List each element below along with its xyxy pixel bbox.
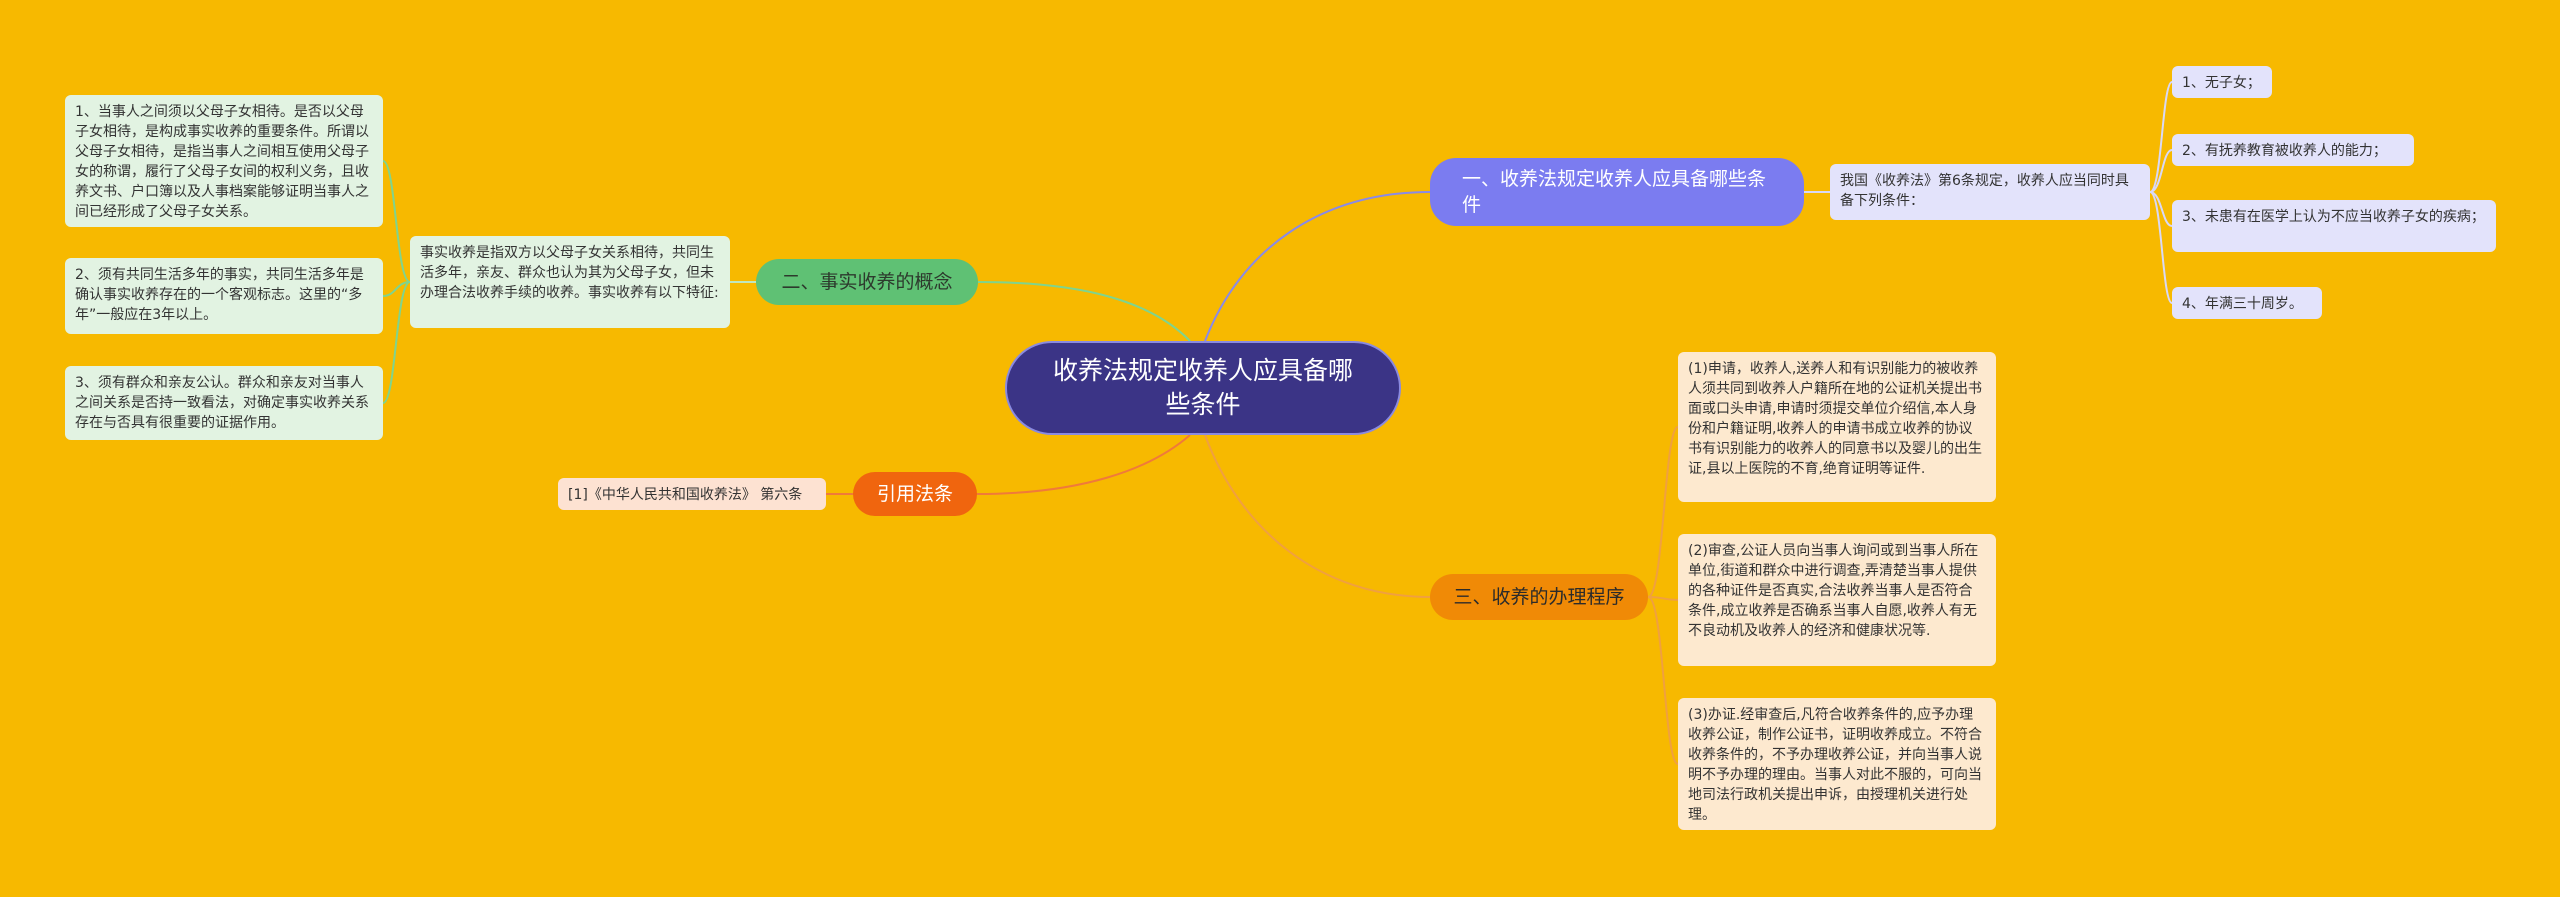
condition-item-3[interactable]: 3、未患有在医学上认为不应当收养子女的疾病； bbox=[2172, 200, 2496, 252]
branch-citations-label: 引用法条 bbox=[876, 483, 953, 505]
link-branch3-items bbox=[1647, 426, 1679, 765]
central-topic-label: 收养法规定收养人应具备哪些条件 bbox=[1052, 356, 1353, 419]
de-facto-item-text: 3、须有群众和亲友公认。群众和亲友对当事人之间关系是否持一致看法，对确定事实收养… bbox=[75, 375, 369, 431]
branch-procedure[interactable]: 三、收养的办理程序 bbox=[1430, 574, 1648, 620]
branch-de-facto-adoption[interactable]: 二、事实收养的概念 bbox=[756, 259, 978, 305]
link-center-branch1 bbox=[1204, 191, 1431, 342]
procedure-item-text: (3)办证.经审查后,凡符合收养条件的,应予办理收养公证，制作公证书，证明收养成… bbox=[1688, 707, 1982, 823]
link-summary-g-items bbox=[382, 160, 411, 404]
branch-citations[interactable]: 引用法条 bbox=[853, 472, 977, 516]
citation-item-1[interactable]: [1]《中华人民共和国收养法》 第六条 bbox=[558, 478, 826, 510]
branch-conditions[interactable]: 一、收养法规定收养人应具备哪些条件 bbox=[1430, 158, 1804, 226]
de-facto-item-2[interactable]: 2、须有共同生活多年的事实，共同生活多年是确认事实收养存在的一个客观标志。这里的… bbox=[65, 258, 383, 334]
link-center-branch4 bbox=[976, 434, 1191, 495]
condition-item-1[interactable]: 1、无子女； bbox=[2172, 66, 2272, 98]
branch-de-facto-adoption-label: 二、事实收养的概念 bbox=[781, 271, 953, 293]
procedure-item-text: (1)申请，收养人,送养人和有识别能力的被收养人须共同到收养人户籍所在地的公证机… bbox=[1688, 361, 1982, 477]
citation-item-text: [1]《中华人民共和国收养法》 第六条 bbox=[568, 487, 803, 503]
branch-conditions-label: 一、收养法规定收养人应具备哪些条件 bbox=[1462, 168, 1767, 216]
conditions-summary-text: 我国《收养法》第6条规定，收养人应当同时具备下列条件： bbox=[1840, 173, 2129, 209]
condition-item-text: 1、无子女； bbox=[2182, 75, 2261, 91]
de-facto-item-3[interactable]: 3、须有群众和亲友公认。群众和亲友对当事人之间关系是否持一致看法，对确定事实收养… bbox=[65, 366, 383, 440]
central-topic[interactable]: 收养法规定收养人应具备哪些条件 bbox=[1005, 341, 1401, 435]
link-center-branch3 bbox=[1204, 434, 1431, 598]
condition-item-text: 2、有抚养教育被收养人的能力； bbox=[2182, 143, 2387, 159]
condition-item-2[interactable]: 2、有抚养教育被收养人的能力； bbox=[2172, 134, 2414, 166]
de-facto-item-text: 2、须有共同生活多年的事实，共同生活多年是确认事实收养存在的一个客观标志。这里的… bbox=[75, 267, 364, 323]
link-center-branch2 bbox=[977, 281, 1191, 342]
de-facto-summary[interactable]: 事实收养是指双方以父母子女关系相待，共同生活多年，亲友、群众也认为其为父母子女，… bbox=[410, 236, 730, 328]
de-facto-summary-text: 事实收养是指双方以父母子女关系相待，共同生活多年，亲友、群众也认为其为父母子女，… bbox=[420, 245, 719, 301]
procedure-item-2[interactable]: (2)审查,公证人员向当事人询问或到当事人所在单位,街道和群众中进行调查,弄清楚… bbox=[1678, 534, 1996, 666]
de-facto-item-1[interactable]: 1、当事人之间须以父母子女相待。是否以父母子女相待，是构成事实收养的重要条件。所… bbox=[65, 95, 383, 227]
condition-item-text: 4、年满三十周岁。 bbox=[2182, 296, 2303, 312]
branch-procedure-label: 三、收养的办理程序 bbox=[1453, 586, 1625, 608]
procedure-item-text: (2)审查,公证人员向当事人询问或到当事人所在单位,街道和群众中进行调查,弄清楚… bbox=[1688, 543, 1979, 639]
condition-item-4[interactable]: 4、年满三十周岁。 bbox=[2172, 287, 2322, 319]
link-summary-items bbox=[2149, 81, 2173, 304]
condition-item-text: 3、未患有在医学上认为不应当收养子女的疾病； bbox=[2182, 209, 2485, 225]
procedure-item-1[interactable]: (1)申请，收养人,送养人和有识别能力的被收养人须共同到收养人户籍所在地的公证机… bbox=[1678, 352, 1996, 502]
procedure-item-3[interactable]: (3)办证.经审查后,凡符合收养条件的,应予办理收养公证，制作公证书，证明收养成… bbox=[1678, 698, 1996, 830]
de-facto-item-text: 1、当事人之间须以父母子女相待。是否以父母子女相待，是构成事实收养的重要条件。所… bbox=[75, 104, 369, 220]
conditions-summary[interactable]: 我国《收养法》第6条规定，收养人应当同时具备下列条件： bbox=[1830, 164, 2150, 220]
